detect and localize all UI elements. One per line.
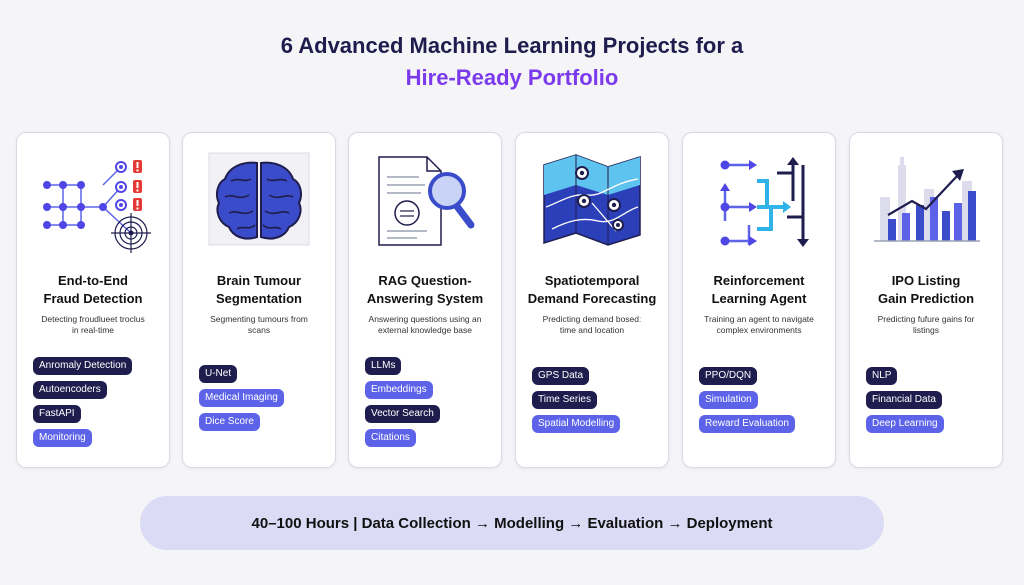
card-title-line: Fraud Detection	[43, 291, 143, 306]
project-card-reinforcement-learning: Reinforcement Learning Agent Training an…	[682, 132, 836, 468]
tag: Financial Data	[866, 391, 942, 409]
card-description-line: Answering questions using an	[368, 314, 482, 324]
project-card-spatiotemporal: Spatiotemporal Demand Forecasting Predic…	[515, 132, 669, 468]
card-title-line: Answering System	[366, 291, 484, 306]
tag: LLMs	[365, 357, 402, 375]
card-description-line: scans	[247, 325, 271, 335]
card-title: Brain Tumour Segmentation	[187, 272, 331, 308]
card-description-line: Predicting fufure gains for	[877, 314, 975, 324]
tag: PPO/DQN	[699, 367, 758, 385]
card-description-line: external knowledge base	[377, 325, 473, 335]
agent-arrows-icon	[720, 157, 809, 247]
tag: Simulation	[699, 391, 758, 409]
tag-list: LLMs Embeddings Vector Search Citations	[365, 357, 440, 453]
tag-list: NLP Financial Data Deep Learning	[866, 367, 944, 439]
project-card-rag-qa: RAG Question- Answering System Answering…	[348, 132, 502, 468]
map-pins-icon	[543, 154, 641, 246]
page-subtitle: Hire-Ready Portfolio	[405, 65, 619, 90]
card-title: IPO Listing Gain Prediction	[854, 272, 998, 308]
card-title-line: Gain Prediction	[877, 291, 975, 306]
tag-list: GPS Data Time Series Spatial Modelling	[532, 367, 621, 439]
card-title-line: End-to-End	[57, 273, 129, 288]
tag: Medical Imaging	[199, 389, 284, 407]
card-description-line: complex environments	[716, 325, 802, 335]
project-card-ipo-prediction: IPO Listing Gain Prediction Predicting f…	[849, 132, 1003, 468]
card-title-line: Spatiotemporal	[544, 273, 640, 288]
card-title-line: IPO Listing	[891, 273, 961, 288]
tag: Time Series	[532, 391, 597, 409]
project-card-brain-tumour: Brain Tumour Segmentation Segmenting tum…	[182, 132, 336, 468]
tag: Deep Learning	[866, 415, 944, 433]
document-magnifier-icon	[378, 156, 475, 246]
tag: Embeddings	[365, 381, 433, 399]
card-description-line: Segmenting tumours from	[210, 314, 308, 324]
card-description-line: Predicting demand bosedː	[542, 314, 642, 324]
card-description: Predicting fufure gains for listings	[864, 314, 988, 336]
card-description: Answering questions using an external kn…	[363, 314, 487, 336]
card-description-line: listings	[913, 325, 939, 335]
tag: Vector Search	[365, 405, 440, 423]
tag: Dice Score	[199, 413, 260, 431]
card-title-line: RAG Question-	[378, 273, 472, 288]
card-description-line: in real-time	[71, 325, 115, 335]
tag: Reward Evaluation	[699, 415, 795, 433]
card-title: RAG Question- Answering System	[353, 272, 497, 308]
tag-list: U-Net Medical Imaging Dice Score	[199, 365, 284, 437]
card-title-line: Reinforcement	[713, 273, 805, 288]
card-title: Reinforcement Learning Agent	[687, 272, 831, 308]
tag: Monitoring	[33, 429, 92, 447]
card-description: Detecting froudlueet troclus in real-tim…	[31, 314, 155, 336]
fraud-network-target-icon	[43, 160, 151, 253]
card-title: Spatiotemporal Demand Forecasting	[520, 272, 664, 308]
page-title: 6 Advanced Machine Learning Projects for…	[280, 33, 744, 58]
tag: Citations	[365, 429, 416, 447]
tag: Autoencoders	[33, 381, 107, 399]
card-title-line: Brain Tumour	[216, 273, 302, 288]
card-description-line: Training an agent to navigate	[704, 314, 814, 324]
card-title: End-to-End Fraud Detection	[21, 272, 165, 308]
footer-timeline-banner: 40–100 Hours | Data Collection → Modelli…	[140, 496, 884, 550]
card-description: Training an agent to navigate complex en…	[697, 314, 821, 336]
brain-icon	[208, 152, 310, 246]
card-description: Segmenting tumours from scans	[197, 314, 321, 336]
tag-list: Anromaly Detection Autoencoders FastAPI …	[33, 357, 133, 453]
tag: Spatial Modelling	[532, 415, 621, 433]
tag: Anromaly Detection	[33, 357, 133, 375]
card-description: Predicting demand bosedː time and locati…	[530, 314, 654, 336]
card-title-line: Segmentation	[216, 291, 302, 306]
growth-bar-chart-icon	[874, 157, 980, 242]
tag: U-Net	[199, 365, 238, 383]
tag: NLP	[866, 367, 898, 385]
tag: GPS Data	[532, 367, 590, 385]
card-title-line: Learning Agent	[711, 291, 807, 306]
project-card-fraud-detection: End-to-End Fraud Detection Detecting fro…	[16, 132, 170, 468]
card-description-line: Detecting froudlueet troclus	[41, 314, 145, 324]
card-description-line: time and location	[559, 325, 625, 335]
tag: FastAPI	[33, 405, 81, 423]
card-title-line: Demand Forecasting	[527, 291, 657, 306]
tag-list: PPO/DQN Simulation Reward Evaluation	[699, 367, 795, 439]
footer-text: 40–100 Hours | Data Collection → Modelli…	[251, 514, 773, 532]
